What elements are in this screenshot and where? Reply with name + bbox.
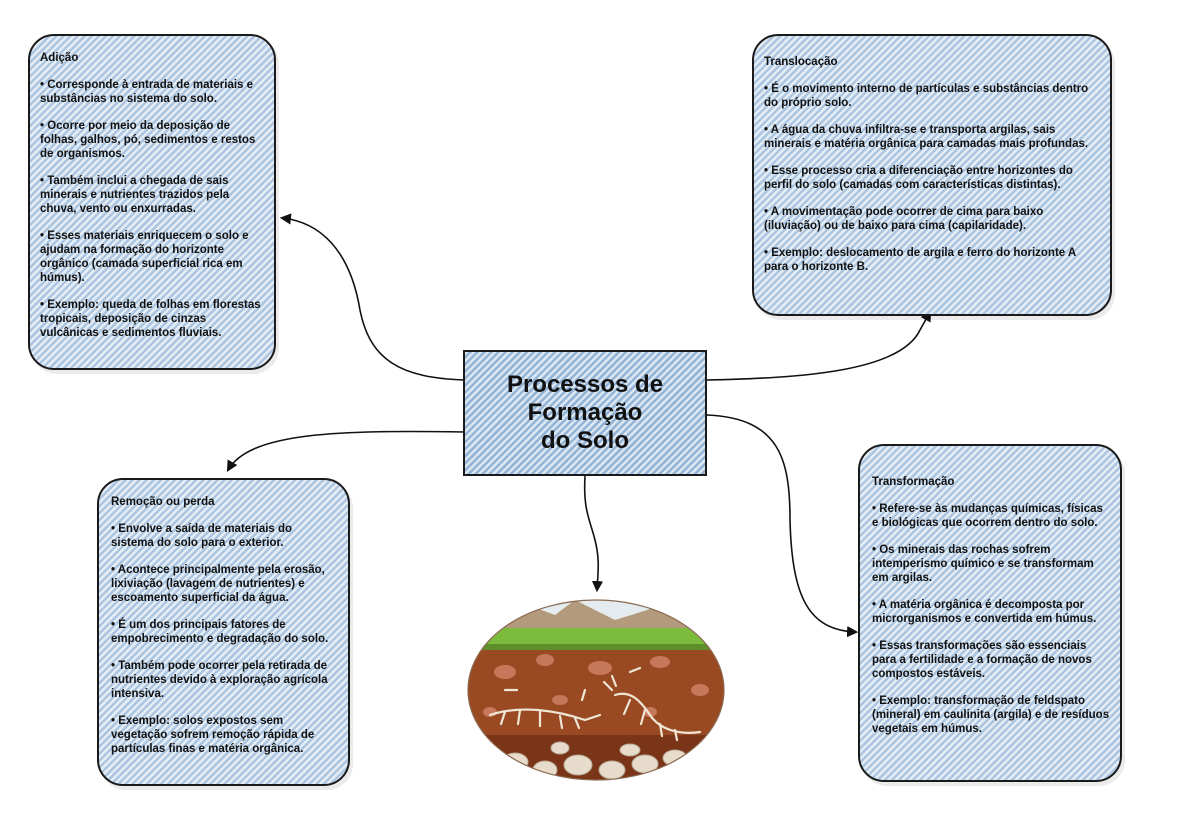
translocacao-item: • É o movimento interno de partículas e … xyxy=(764,83,1089,109)
adicao-item: • Esses materiais enriquecem o solo e aj… xyxy=(40,230,249,284)
arrow-to-remocao xyxy=(226,430,466,472)
translocacao-title: Translocação xyxy=(764,56,838,68)
central-title-line-2: Formação xyxy=(527,399,643,426)
translocacao-item: • Esse processo cria a diferenciação ent… xyxy=(764,165,1073,191)
arrow-to-translocacao xyxy=(706,310,932,381)
adicao-box: Adição • Corresponde à entrada de materi… xyxy=(28,34,276,370)
arrow-to-transformacao xyxy=(706,414,859,638)
adicao-item: • Ocorre por meio da deposição de folhas… xyxy=(40,120,256,160)
adicao-title: Adição xyxy=(40,52,79,64)
transformacao-item: • A matéria orgânica é decomposta por mi… xyxy=(872,599,1097,625)
central-topic: Processos de Formação do Solo xyxy=(463,350,707,476)
remocao-item: • É um dos principais fatores de empobre… xyxy=(111,619,329,645)
adicao-item: • Também inclui a chegada de sais minera… xyxy=(40,175,230,215)
translocacao-item: • A água da chuva infiltra-se e transpor… xyxy=(764,124,1089,150)
central-title-line-3: do Solo xyxy=(541,427,629,454)
central-title-line-1: Processos de xyxy=(506,371,664,398)
remocao-box: Remoção ou perda • Envolve a saída de ma… xyxy=(97,478,350,786)
transformacao-box: Transformação • Refere-se às mudanças qu… xyxy=(858,444,1122,782)
remocao-item: • Exemplo: solos expostos sem vegetação … xyxy=(111,715,315,755)
transformacao-title: Transformação xyxy=(872,476,955,488)
transformacao-item: • Os minerais das rochas sofrem intemper… xyxy=(872,544,1094,584)
translocacao-box: Translocação • É o movimento interno de … xyxy=(752,34,1112,316)
transformacao-item: • Essas transformações são essenciais pa… xyxy=(872,640,1092,680)
arrow-to-illustration xyxy=(583,475,604,593)
arrow-to-adicao xyxy=(279,213,466,381)
soil-illustration xyxy=(467,599,725,781)
translocacao-item: • A movimentação pode ocorrer de cima pa… xyxy=(764,206,1044,232)
remocao-item: • Acontece principalmente pela erosão, l… xyxy=(111,564,325,604)
adicao-item: • Corresponde à entrada de materiais e s… xyxy=(40,79,254,105)
remocao-item: • Envolve a saída de materiais do sistem… xyxy=(111,523,293,549)
remocao-title: Remoção ou perda xyxy=(111,496,215,508)
transformacao-item: • Exemplo: transformação de feldspato (m… xyxy=(872,695,1110,735)
adicao-item: • Exemplo: queda de folhas em florestas … xyxy=(40,299,261,339)
translocacao-item: • Exemplo: deslocamento de argila e ferr… xyxy=(764,247,1076,273)
remocao-item: • Também pode ocorrer pela retirada de n… xyxy=(111,660,328,700)
transformacao-item: • Refere-se às mudanças químicas, física… xyxy=(872,503,1103,529)
